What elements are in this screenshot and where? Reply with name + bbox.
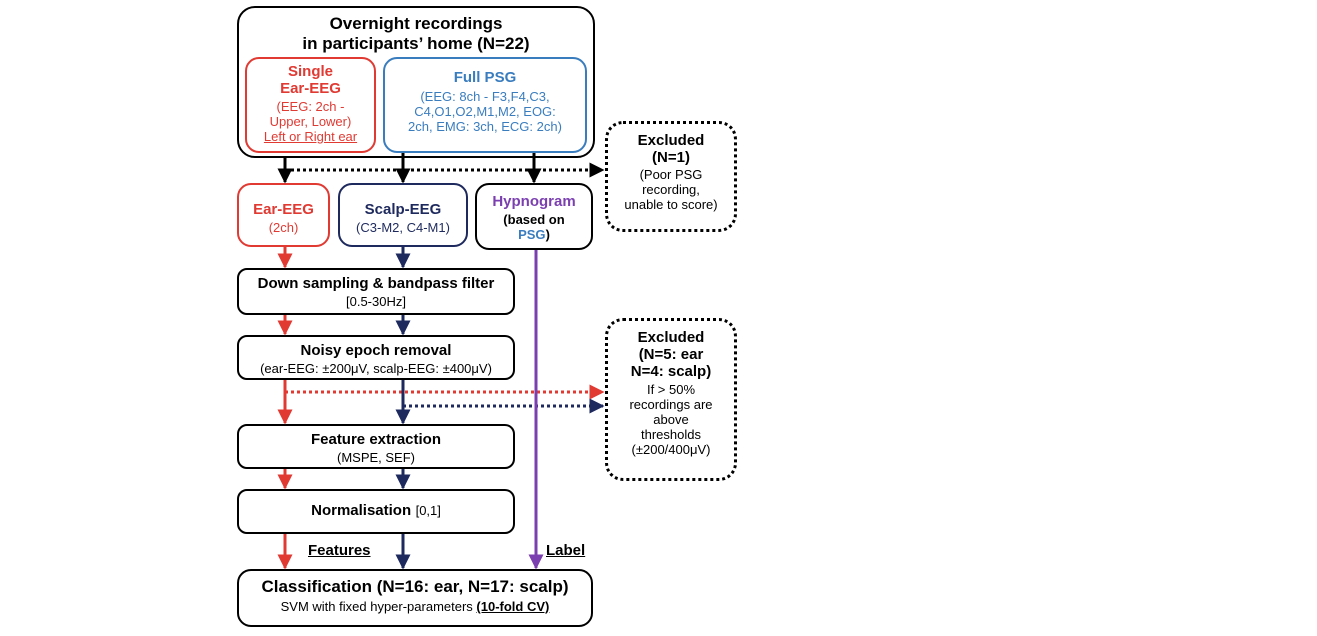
hypnogram-close-paren: ) [545,227,550,242]
excluded2-line2: N=4: scalp) [630,363,712,380]
scalp-eeg-box: Scalp-EEG (C3-M2, C4-M1) [338,183,468,247]
single-ear-desc2: Upper, Lower) [269,114,352,129]
excluded1-desc2: recording, [642,182,700,197]
ear-eeg-sub: (2ch) [268,220,299,235]
hypnogram-box: Hypnogram (based on PSG) [475,183,593,250]
feature-extraction-box: Feature extraction (MSPE, SEF) [237,424,515,469]
excluded1-desc3: unable to score) [624,197,718,212]
downsampling-title: Down sampling & bandpass filter [257,275,495,292]
hypnogram-sub2: PSG) [477,227,591,242]
excluded-psg-box: Excluded (N=1) (Poor PSG recording, unab… [605,121,737,232]
excluded2-desc5: (±200/400μV) [631,442,711,457]
classification-cv: (10-fold CV) [476,599,550,614]
excluded-thresholds-box: Excluded (N=5: ear N=4: scalp) If > 50% … [605,318,737,481]
features-label: Features [308,542,371,559]
classification-title: Classification (N=16: ear, N=17: scalp) [261,577,569,596]
single-ear-eeg-box: Single Ear-EEG (EEG: 2ch - Upper, Lower)… [245,57,376,153]
single-ear-desc1: (EEG: 2ch - [276,99,345,114]
norm-sub: [0,1] [415,503,441,518]
noisy-epoch-box: Noisy epoch removal (ear-EEG: ±200μV, sc… [237,335,515,380]
downsampling-box: Down sampling & bandpass filter [0.5-30H… [237,268,515,315]
full-psg-desc1: (EEG: 8ch - F3,F4,C3, [420,89,550,104]
hypnogram-title: Hypnogram [492,193,576,210]
single-ear-desc3: Left or Right ear [263,129,358,144]
hypnogram-psg-word: PSG [518,227,546,242]
full-psg-desc3: 2ch, EMG: 3ch, ECG: 2ch) [408,119,562,134]
downsampling-sub: [0.5-30Hz] [346,294,406,309]
overnight-title-line2: in participants’ home (N=22) [302,34,530,53]
full-psg-desc2: C4,O1,O2,M1,M2, EOG: [414,104,556,119]
noisy-title: Noisy epoch removal [300,342,452,359]
ear-eeg-box: Ear-EEG (2ch) [237,183,330,247]
excluded1-n: (N=1) [652,149,690,166]
classification-sub: SVM with fixed hyper-parameters (10-fold… [239,599,591,614]
excluded1-title: Excluded [637,132,705,149]
excluded1-desc1: (Poor PSG [639,167,703,182]
scalp-eeg-sub: (C3-M2, C4-M1) [356,220,450,235]
single-ear-title1: Single [287,63,333,80]
excluded2-title: Excluded [637,329,705,346]
norm-title: Normalisation [311,502,412,519]
overnight-title-line1: Overnight recordings [329,14,503,33]
feature-title: Feature extraction [310,431,442,448]
excluded2-line1: (N=5: ear [638,346,704,363]
scalp-eeg-title: Scalp-EEG [364,201,442,218]
excluded2-desc4: thresholds [641,427,701,442]
noisy-sub: (ear-EEG: ±200μV, scalp-EEG: ±400μV) [260,361,492,376]
excluded2-desc3: above [653,412,689,427]
classification-box: Classification (N=16: ear, N=17: scalp) … [237,569,593,627]
full-psg-title: Full PSG [453,69,517,86]
feature-sub: (MSPE, SEF) [336,450,415,465]
excluded2-desc2: recordings are [629,397,713,412]
ear-eeg-title: Ear-EEG [253,201,314,218]
normalisation-box: Normalisation [0,1] [237,489,515,534]
excluded2-desc1: If > 50% [646,382,696,397]
classification-sub-main: SVM with fixed hyper-parameters [280,599,477,614]
single-ear-title2: Ear-EEG [280,80,341,97]
label-label: Label [546,542,586,559]
full-psg-box: Full PSG (EEG: 8ch - F3,F4,C3, C4,O1,O2,… [383,57,587,153]
hypnogram-sub1: (based on [503,212,565,227]
